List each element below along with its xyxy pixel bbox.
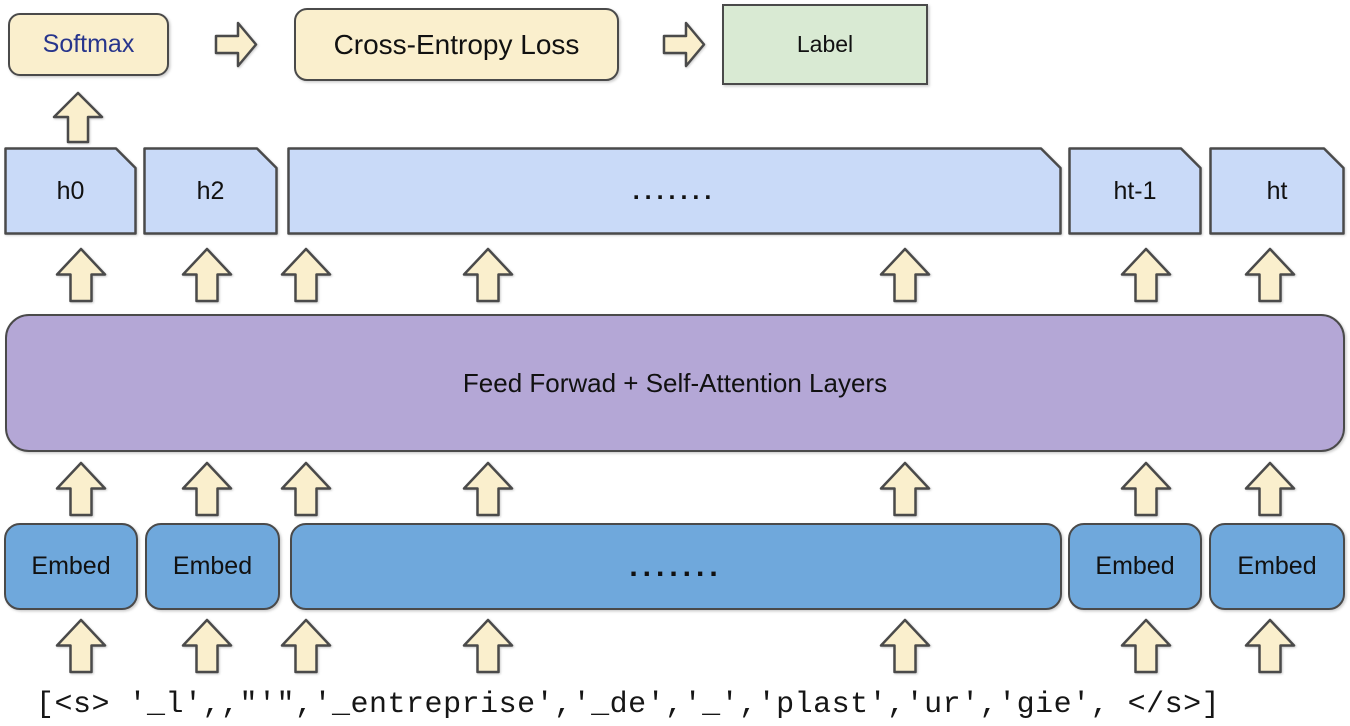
transformer-label: Feed Forwad + Self-Attention Layers (462, 367, 888, 398)
snipped-card-shape (1068, 147, 1202, 235)
embed-label: Embed (31, 552, 111, 580)
hidden-state-ellipsis: ....... (632, 176, 717, 205)
embed-box: Embed (4, 523, 138, 610)
up-arrow-icon (280, 618, 332, 674)
up-arrow-icon (181, 461, 233, 517)
up-arrow-icon (1244, 618, 1296, 674)
cross-entropy-loss-label: Cross-Entropy Loss (333, 28, 580, 60)
hidden-state-box: h2 (143, 147, 278, 235)
snipped-card-shape (1209, 147, 1345, 235)
up-arrow-icon (181, 247, 233, 303)
cross-entropy-loss-box: Cross-Entropy Loss (294, 8, 619, 81)
right-arrow-icon (662, 21, 706, 68)
embed-label: Embed (1095, 552, 1175, 580)
hidden-state-box: h0 (4, 147, 137, 235)
embed-ellipsis-box: ....... (290, 523, 1062, 610)
embed-label: Embed (172, 552, 253, 580)
up-arrow-icon (879, 247, 931, 303)
up-arrow-icon (55, 247, 107, 303)
label-box: Label (722, 4, 928, 85)
snipped-card-shape (4, 147, 137, 235)
up-arrow-icon (181, 618, 233, 674)
hidden-state-label: ht-1 (1113, 176, 1157, 205)
softmax-label: Softmax (42, 30, 135, 58)
up-arrow-icon (462, 618, 514, 674)
hidden-state-box: ht-1 (1068, 147, 1202, 235)
hidden-state-box: ht (1209, 147, 1345, 235)
input-tokens-text: [<s> '_l',,"'",'_entreprise','_de','_','… (36, 688, 1221, 722)
up-arrow-icon (462, 461, 514, 517)
up-arrow-icon (1120, 461, 1172, 517)
snipped-card-shape (143, 147, 278, 235)
hidden-state-label: h2 (196, 176, 225, 205)
right-arrow-icon (214, 21, 258, 68)
embed-box: Embed (1068, 523, 1202, 610)
up-arrow-icon (879, 461, 931, 517)
label-text: Label (796, 31, 854, 57)
up-arrow-icon (1120, 247, 1172, 303)
up-arrow-icon (1120, 618, 1172, 674)
embed-box: Embed (145, 523, 280, 610)
softmax-box: Softmax (8, 13, 169, 76)
up-arrow-icon (462, 247, 514, 303)
hidden-state-ellipsis-box: ....... (287, 147, 1062, 235)
embed-box: Embed (1209, 523, 1345, 610)
up-arrow-icon (1244, 247, 1296, 303)
up-arrow-icon (1244, 461, 1296, 517)
hidden-state-label: ht (1266, 176, 1288, 205)
up-arrow-icon (879, 618, 931, 674)
up-arrow-icon (280, 461, 332, 517)
embed-label: Embed (1237, 552, 1317, 580)
up-arrow-icon (52, 91, 104, 144)
up-arrow-icon (280, 247, 332, 303)
snipped-card-shape (287, 147, 1062, 235)
transformer-box: Feed Forwad + Self-Attention Layers (5, 314, 1345, 452)
hidden-state-label: h0 (56, 176, 85, 205)
up-arrow-icon (55, 461, 107, 517)
embed-ellipsis: ....... (629, 549, 723, 583)
up-arrow-icon (55, 618, 107, 674)
